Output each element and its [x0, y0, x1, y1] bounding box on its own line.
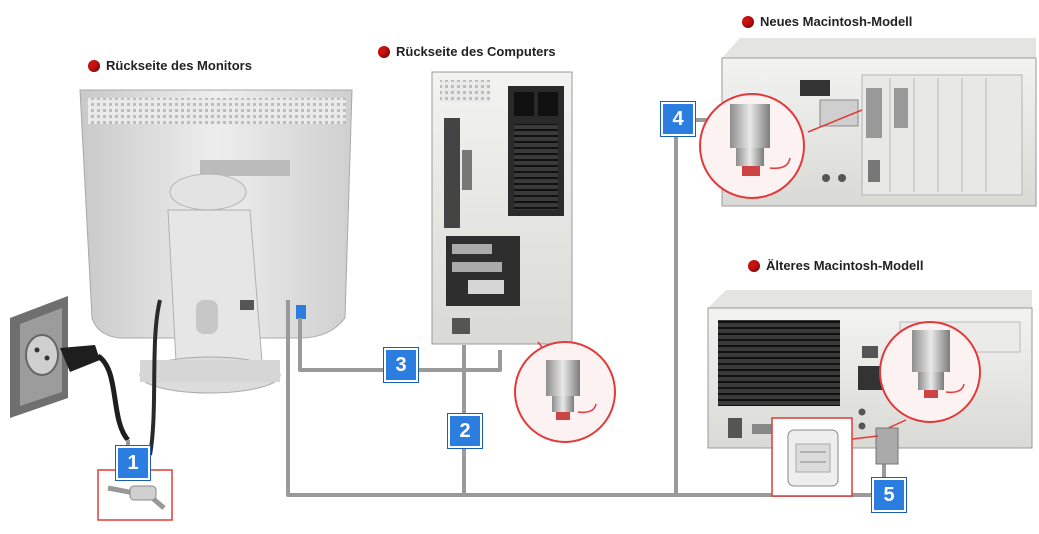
- old-mac-unit: [707, 290, 1033, 449]
- red-bullet-icon: [88, 59, 100, 72]
- monitor-back: [79, 89, 353, 394]
- wall-outlet: [10, 296, 131, 442]
- callout-computer-connector: [514, 341, 616, 443]
- label-computer-back: Rückseite des Computers: [378, 44, 556, 59]
- label-computer-back-text: Rückseite des Computers: [396, 44, 556, 59]
- new-mac-unit: [721, 38, 1037, 207]
- callout-old-mac-connector: [875, 321, 981, 465]
- red-bullet-icon: [742, 15, 754, 28]
- red-bullet-icon: [378, 45, 390, 58]
- label-monitor-back-text: Rückseite des Monitors: [106, 58, 252, 73]
- step-badge-2: 2: [448, 414, 482, 448]
- label-new-mac-text: Neues Macintosh-Modell: [760, 14, 913, 29]
- step-badge-4: 4: [661, 102, 695, 136]
- power-cord: [148, 299, 162, 456]
- computer-tower: [431, 71, 573, 345]
- label-new-mac: Neues Macintosh-Modell: [742, 14, 912, 29]
- step-badge-1: 1: [116, 446, 150, 480]
- callout-new-mac-connector: [699, 93, 863, 199]
- label-monitor-back: Rückseite des Monitors: [88, 58, 252, 73]
- label-old-mac-text: Älteres Macintosh-Modell: [766, 258, 924, 273]
- label-old-mac: Älteres Macintosh-Modell: [748, 258, 923, 273]
- step-badge-3: 3: [384, 348, 418, 382]
- red-bullet-icon: [748, 259, 760, 272]
- step-badge-5: 5: [872, 478, 906, 512]
- mac-adapter-inset: [771, 417, 879, 497]
